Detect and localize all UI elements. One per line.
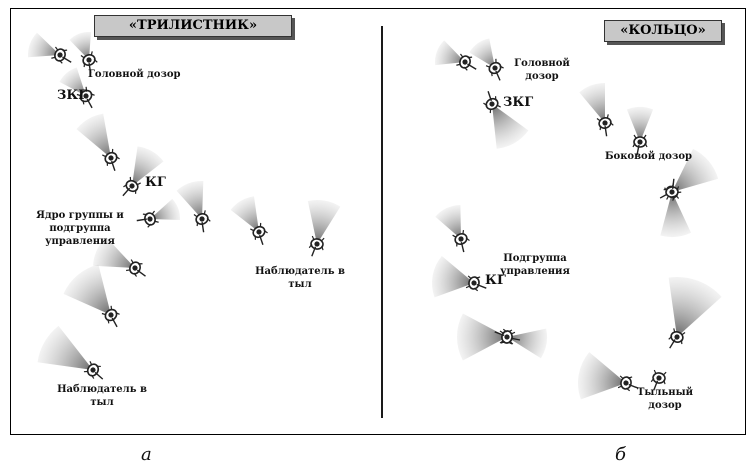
- label-core-line3: управления: [45, 236, 115, 247]
- observation-sector-icon: [578, 352, 626, 400]
- observation-sector-icon: [435, 205, 461, 239]
- panel-divider: [381, 26, 383, 418]
- label-zkg-a: ЗКГ: [57, 88, 88, 103]
- soldier-icon: [494, 328, 516, 345]
- soldier-icon: [126, 259, 146, 277]
- soldier-icon: [51, 46, 72, 64]
- observation-sector-icon: [132, 146, 164, 186]
- soldier-icon: [136, 210, 159, 228]
- label-head-patrol-b-line2: дозор: [525, 71, 559, 82]
- observation-sector-icon: [660, 192, 692, 237]
- observation-sector-icon: [27, 32, 60, 58]
- soldier-icon: [452, 230, 470, 253]
- observation-sector-icon: [435, 40, 465, 66]
- observation-sector-icon: [672, 148, 719, 192]
- soldier-icon: [632, 134, 648, 156]
- soldier-icon: [465, 275, 487, 292]
- observation-sector-icon: [63, 264, 111, 315]
- observation-sector-icon: [176, 181, 204, 219]
- observation-sector-icon: [150, 198, 180, 221]
- soldier-icon: [76, 86, 95, 109]
- observation-sector-icon: [469, 38, 495, 68]
- caption-a: а: [141, 444, 152, 465]
- label-subgroup-line1: Подгруппа: [503, 253, 567, 264]
- label-side-patrol: Боковой дозор: [605, 151, 693, 162]
- label-core-line2: подгруппа: [49, 223, 111, 234]
- soldier-icon: [617, 375, 639, 392]
- label-rear-observer-bottom-line2: тыл: [90, 397, 114, 408]
- label-zkg-b: ЗКГ: [503, 95, 534, 110]
- soldier-icon: [456, 53, 477, 71]
- soldier-icon: [83, 361, 104, 380]
- observation-sector-icon: [69, 32, 91, 60]
- label-rear-patrol-line1: Тыльный: [636, 387, 694, 398]
- observation-sector-icon: [76, 113, 111, 158]
- observation-sector-icon: [507, 328, 547, 359]
- soldier-icon: [650, 369, 667, 391]
- observation-sector-icon: [668, 277, 722, 337]
- label-core-line1: Ядро группы и: [36, 210, 124, 221]
- soldier-icon: [80, 51, 98, 74]
- label-kg-b: КГ: [485, 273, 506, 288]
- observation-sector-icon: [307, 200, 341, 244]
- label-head-patrol-a: Головной дозор: [88, 69, 181, 80]
- label-rear-patrol-line2: дозор: [648, 400, 682, 411]
- label-rear-observer-right-line1: Наблюдатель в: [255, 266, 345, 277]
- observation-sector-icon: [457, 313, 507, 361]
- soldier-icon: [596, 114, 614, 137]
- label-subgroup-line2: управления: [500, 266, 570, 277]
- observation-sector-icon: [626, 107, 654, 142]
- soldier-icon: [122, 176, 141, 197]
- observation-sector-icon: [492, 104, 529, 149]
- observation-sector-icon: [432, 256, 474, 298]
- figure-frame: [10, 8, 746, 435]
- soldier-icon: [664, 178, 680, 200]
- observation-sector-icon: [59, 67, 86, 96]
- soldier-icon: [483, 91, 501, 114]
- soldier-icon: [102, 148, 120, 171]
- soldier-icon: [668, 328, 686, 349]
- label-rear-observer-bottom-line1: Наблюдатель в: [57, 384, 147, 395]
- label-head-patrol-b-line1: Головной: [514, 58, 570, 69]
- observation-sector-icon: [579, 83, 605, 123]
- kolco-title: «КОЛЬЦО»: [604, 20, 722, 42]
- caption-b: б: [615, 444, 626, 465]
- observation-sector-icon: [93, 237, 135, 268]
- soldier-icon: [485, 58, 504, 81]
- soldier-icon: [101, 305, 120, 328]
- soldier-icon: [250, 222, 268, 245]
- soldier-icon: [308, 235, 325, 257]
- observation-sector-icon: [230, 196, 259, 232]
- label-rear-observer-right-line2: тыл: [288, 279, 312, 290]
- soldier-icon: [193, 210, 211, 233]
- observation-sector-icon: [37, 325, 93, 370]
- label-kg-a: КГ: [145, 175, 166, 190]
- trilistnik-title: «ТРИЛИСТНИК»: [94, 15, 292, 37]
